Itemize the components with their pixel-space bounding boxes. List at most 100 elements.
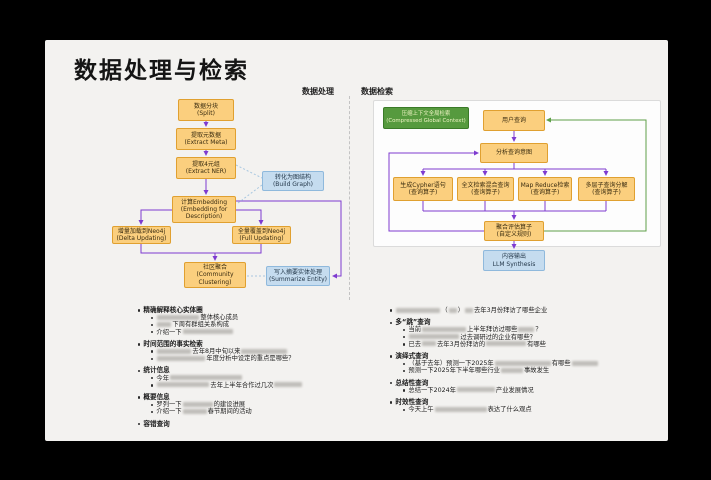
bullet-line: 去年8月中旬以来 bbox=[151, 348, 360, 355]
bullet-line: 今年 bbox=[151, 375, 360, 382]
bullet-dot bbox=[151, 357, 154, 360]
process-node-extract-ner: 提取4元组(Extract NER) bbox=[176, 157, 236, 179]
redacted-text bbox=[464, 307, 473, 313]
bullet-line: 精确解释核心实体圈 bbox=[138, 306, 360, 314]
left-topic-2: 统计信息今年去年上半年合作过几次 bbox=[138, 367, 360, 389]
process-node-build-graph: 转化为图结构(Build Graph) bbox=[262, 171, 324, 191]
right-topic-0: （）去年3月份拜访了哪些企业 bbox=[390, 307, 682, 314]
bullet-dot bbox=[138, 396, 141, 399]
bullet-dot bbox=[151, 384, 154, 387]
bullet-dot bbox=[151, 323, 154, 327]
bullet-dot bbox=[390, 309, 393, 312]
section-divider bbox=[349, 96, 350, 300]
bullet-dot bbox=[138, 369, 141, 373]
bullet-dot bbox=[151, 350, 154, 353]
bullet-dot bbox=[403, 343, 406, 346]
slide: 数据处理与检索 数据处理 数据检索 bbox=[45, 40, 668, 441]
redacted-text bbox=[456, 387, 495, 393]
redacted-text bbox=[571, 360, 598, 366]
bullet-line: （）去年3月份拜访了哪些企业 bbox=[390, 307, 682, 314]
redacted-text bbox=[494, 360, 551, 366]
bullet-line: 统计信息 bbox=[138, 367, 360, 374]
redacted-text bbox=[421, 326, 466, 332]
process-node-delta-update: 增量加载到Neo4j(Delta Updating) bbox=[112, 226, 171, 244]
redacted-text bbox=[157, 314, 200, 320]
query-examples-left: 精确解释核心实体圈整体核心成员下周有群组关系构成介绍一下时间范围的事实检索去年8… bbox=[138, 306, 360, 433]
redacted-text bbox=[396, 307, 441, 313]
redacted-text bbox=[448, 307, 457, 313]
left-topic-3: 概要信息罗列一下的建设进展介绍一下春节期间的活动 bbox=[138, 393, 360, 416]
retrieval-node-global-context: 压缩上下文全局检索(Compressed Global Context) bbox=[383, 107, 469, 129]
redacted-text bbox=[157, 382, 210, 388]
bullet-line: 演绎式查询 bbox=[390, 352, 682, 360]
process-node-full-update: 全量覆盖到Neo4j(Full Updating) bbox=[232, 226, 291, 244]
bullet-dot bbox=[403, 362, 406, 365]
retrieval-node-user-query: 用户查询 bbox=[483, 110, 545, 131]
bullet-dot bbox=[403, 389, 406, 392]
bullet-line: 概要信息 bbox=[138, 393, 360, 401]
right-topic-2: 演绎式查询（基于去年）预测一下2025年有哪些预测一下2025年下半年哪些行业事… bbox=[390, 352, 682, 375]
retrieval-node-mapreduce: Map Reduce检索(查询算子) bbox=[518, 177, 572, 201]
left-topic-1: 时间范围的事实检索去年8月中旬以来年度分析中设定的重点是哪些？ bbox=[138, 340, 360, 363]
bullet-dot bbox=[151, 403, 154, 407]
bullet-dot bbox=[151, 410, 154, 414]
bullet-line: 去年上半年合作过几次 bbox=[151, 382, 360, 389]
bullet-line: 下周有群组关系构成 bbox=[151, 321, 360, 328]
process-node-summarize: 写入摘要实体处理(Summarize Entity) bbox=[266, 266, 330, 286]
redacted-text bbox=[182, 408, 207, 414]
bullet-dot bbox=[151, 316, 154, 319]
retrieval-node-cypher: 生成Cypher语句(查询算子) bbox=[393, 177, 453, 201]
left-topic-4: 容错查询 bbox=[138, 420, 360, 428]
bullet-dot bbox=[403, 336, 406, 339]
redacted-text bbox=[409, 334, 460, 340]
bullet-dot bbox=[403, 408, 406, 412]
bullet-line: 时效性查询 bbox=[390, 398, 682, 406]
bullet-dot bbox=[390, 401, 393, 404]
redacted-text bbox=[157, 321, 172, 327]
bullet-line: 已去去年3月份拜访的有哪些 bbox=[403, 341, 682, 348]
redacted-text bbox=[518, 326, 535, 332]
section-label-data-processing: 数据处理 bbox=[302, 87, 334, 96]
right-topic-4: 时效性查询今天上午表达了什么观点 bbox=[390, 398, 682, 413]
redacted-text bbox=[274, 382, 303, 388]
bullet-line: 时间范围的事实检索 bbox=[138, 340, 360, 348]
process-node-extract-meta: 提取元数据(Extract Meta) bbox=[176, 128, 236, 150]
bullet-line: （基于去年）预测一下2025年有哪些 bbox=[403, 360, 682, 367]
redacted-text bbox=[157, 355, 206, 361]
redacted-text bbox=[241, 348, 288, 354]
redacted-text bbox=[169, 375, 242, 381]
bullet-line: 过去调研过的企业有哪些？ bbox=[403, 334, 682, 341]
slide-title: 数据处理与检索 bbox=[74, 58, 249, 84]
bullet-dot bbox=[138, 343, 141, 346]
bullet-dot bbox=[151, 331, 154, 334]
bullet-line: 整体核心成员 bbox=[151, 314, 360, 321]
bullet-line: 介绍一下春节期间的活动 bbox=[151, 408, 360, 415]
left-topic-0: 精确解释核心实体圈整体核心成员下周有群组关系构成介绍一下 bbox=[138, 306, 360, 336]
bullet-line: 当前上半年拜访过哪些？ bbox=[403, 326, 682, 333]
bullet-line: 年度分析中设定的重点是哪些？ bbox=[151, 355, 360, 362]
redacted-text bbox=[182, 401, 213, 407]
redacted-text bbox=[182, 329, 233, 335]
bullet-dot bbox=[138, 423, 141, 426]
bullet-line: 总结一下2024年产业发展情况 bbox=[403, 387, 682, 394]
bullet-dot bbox=[390, 382, 393, 385]
bullet-dot bbox=[151, 377, 154, 380]
redacted-text bbox=[157, 348, 192, 354]
retrieval-node-aggregate: 聚合评估算子(自定义规则) bbox=[484, 221, 544, 241]
retrieval-node-intent: 分析查询意图 bbox=[480, 143, 548, 163]
redacted-text bbox=[486, 341, 527, 347]
bullet-line: 介绍一下 bbox=[151, 329, 360, 336]
retrieval-node-decompose: 多层子查询分解(查询算子) bbox=[578, 177, 635, 201]
retrieval-node-fulltext: 全文检索混合查询(查询算子) bbox=[457, 177, 514, 201]
redacted-text bbox=[500, 367, 523, 373]
bullet-dot bbox=[390, 355, 393, 358]
bullet-line: 今天上午表达了什么观点 bbox=[403, 406, 682, 413]
query-examples-right: （）去年3月份拜访了哪些企业多“跳”查询当前上半年拜访过哪些？过去调研过的企业有… bbox=[390, 307, 682, 418]
redacted-text bbox=[434, 406, 487, 412]
redacted-text bbox=[421, 341, 436, 347]
bullet-dot bbox=[138, 309, 141, 312]
